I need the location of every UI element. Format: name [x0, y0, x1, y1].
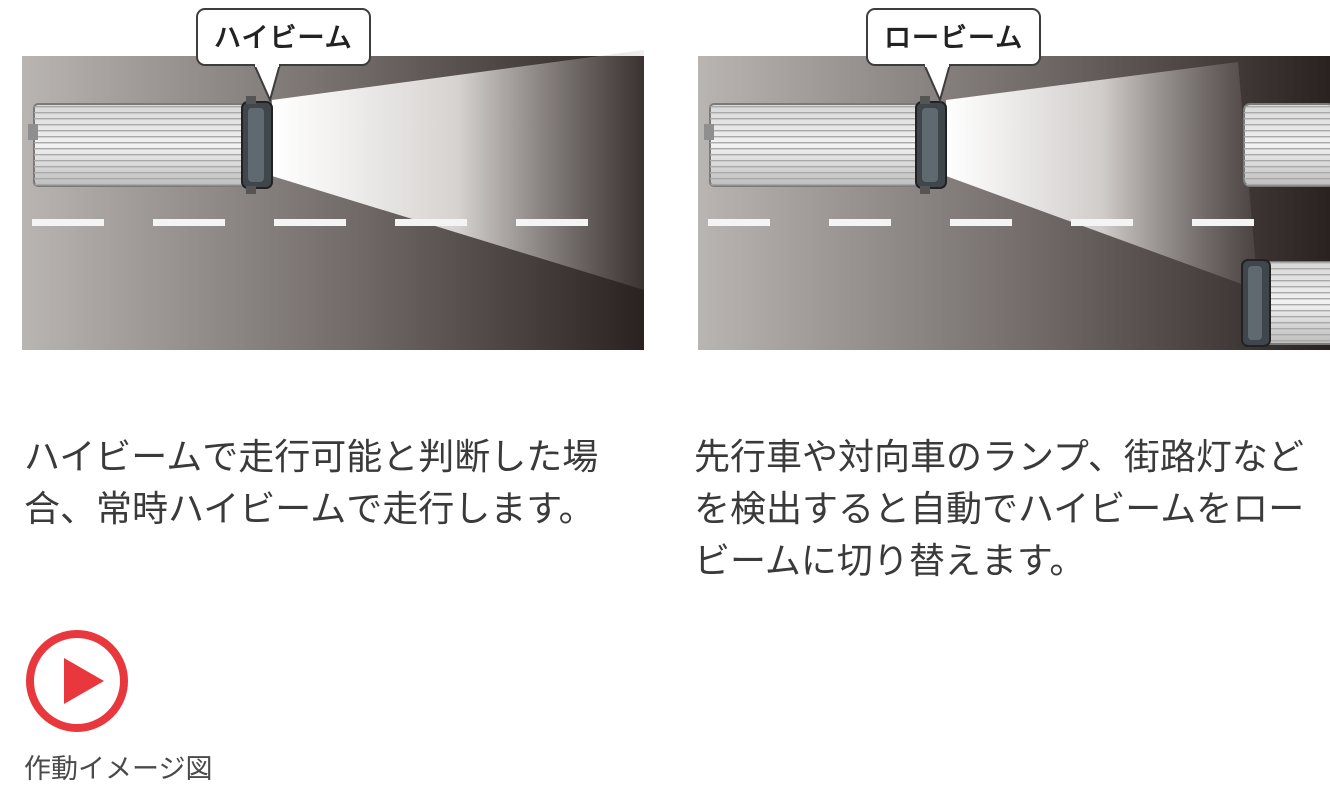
low-beam-bubble-label: ロービーム	[884, 23, 1024, 54]
high-beam-bubble: ハイビーム	[196, 8, 371, 66]
low-beam-bubble-tail	[922, 64, 952, 103]
lane-markings	[32, 219, 588, 226]
low-beam-caption: 先行車や対向車のランプ、街路灯などを検出すると自動でハイビームをロービームに切り…	[694, 437, 1305, 582]
high-beam-bubble-tail	[252, 64, 282, 103]
high-beam-road-scene	[22, 50, 644, 350]
oncoming-vehicle	[1241, 259, 1330, 347]
low-beam-light	[946, 62, 1258, 290]
truck	[28, 96, 273, 194]
high-beam-light	[272, 50, 644, 290]
play-icon	[26, 630, 128, 732]
high-beam-caption: ハイビームで走行可能と判断した場合、常時ハイビームで走行します。	[24, 437, 599, 530]
lane-markings	[708, 219, 1254, 226]
own-truck	[704, 96, 947, 194]
video-label: 作動イメージ図	[24, 754, 213, 785]
low-beam-road-scene	[698, 56, 1330, 350]
low-beam-illustration: ロービーム	[698, 0, 1330, 352]
high-beam-bubble-label: ハイビーム	[214, 23, 353, 54]
preceding-vehicle	[1243, 103, 1330, 187]
low-beam-bubble: ロービーム	[866, 8, 1042, 66]
play-video-button[interactable]	[24, 628, 130, 734]
high-beam-illustration: ハイビーム	[22, 0, 644, 352]
